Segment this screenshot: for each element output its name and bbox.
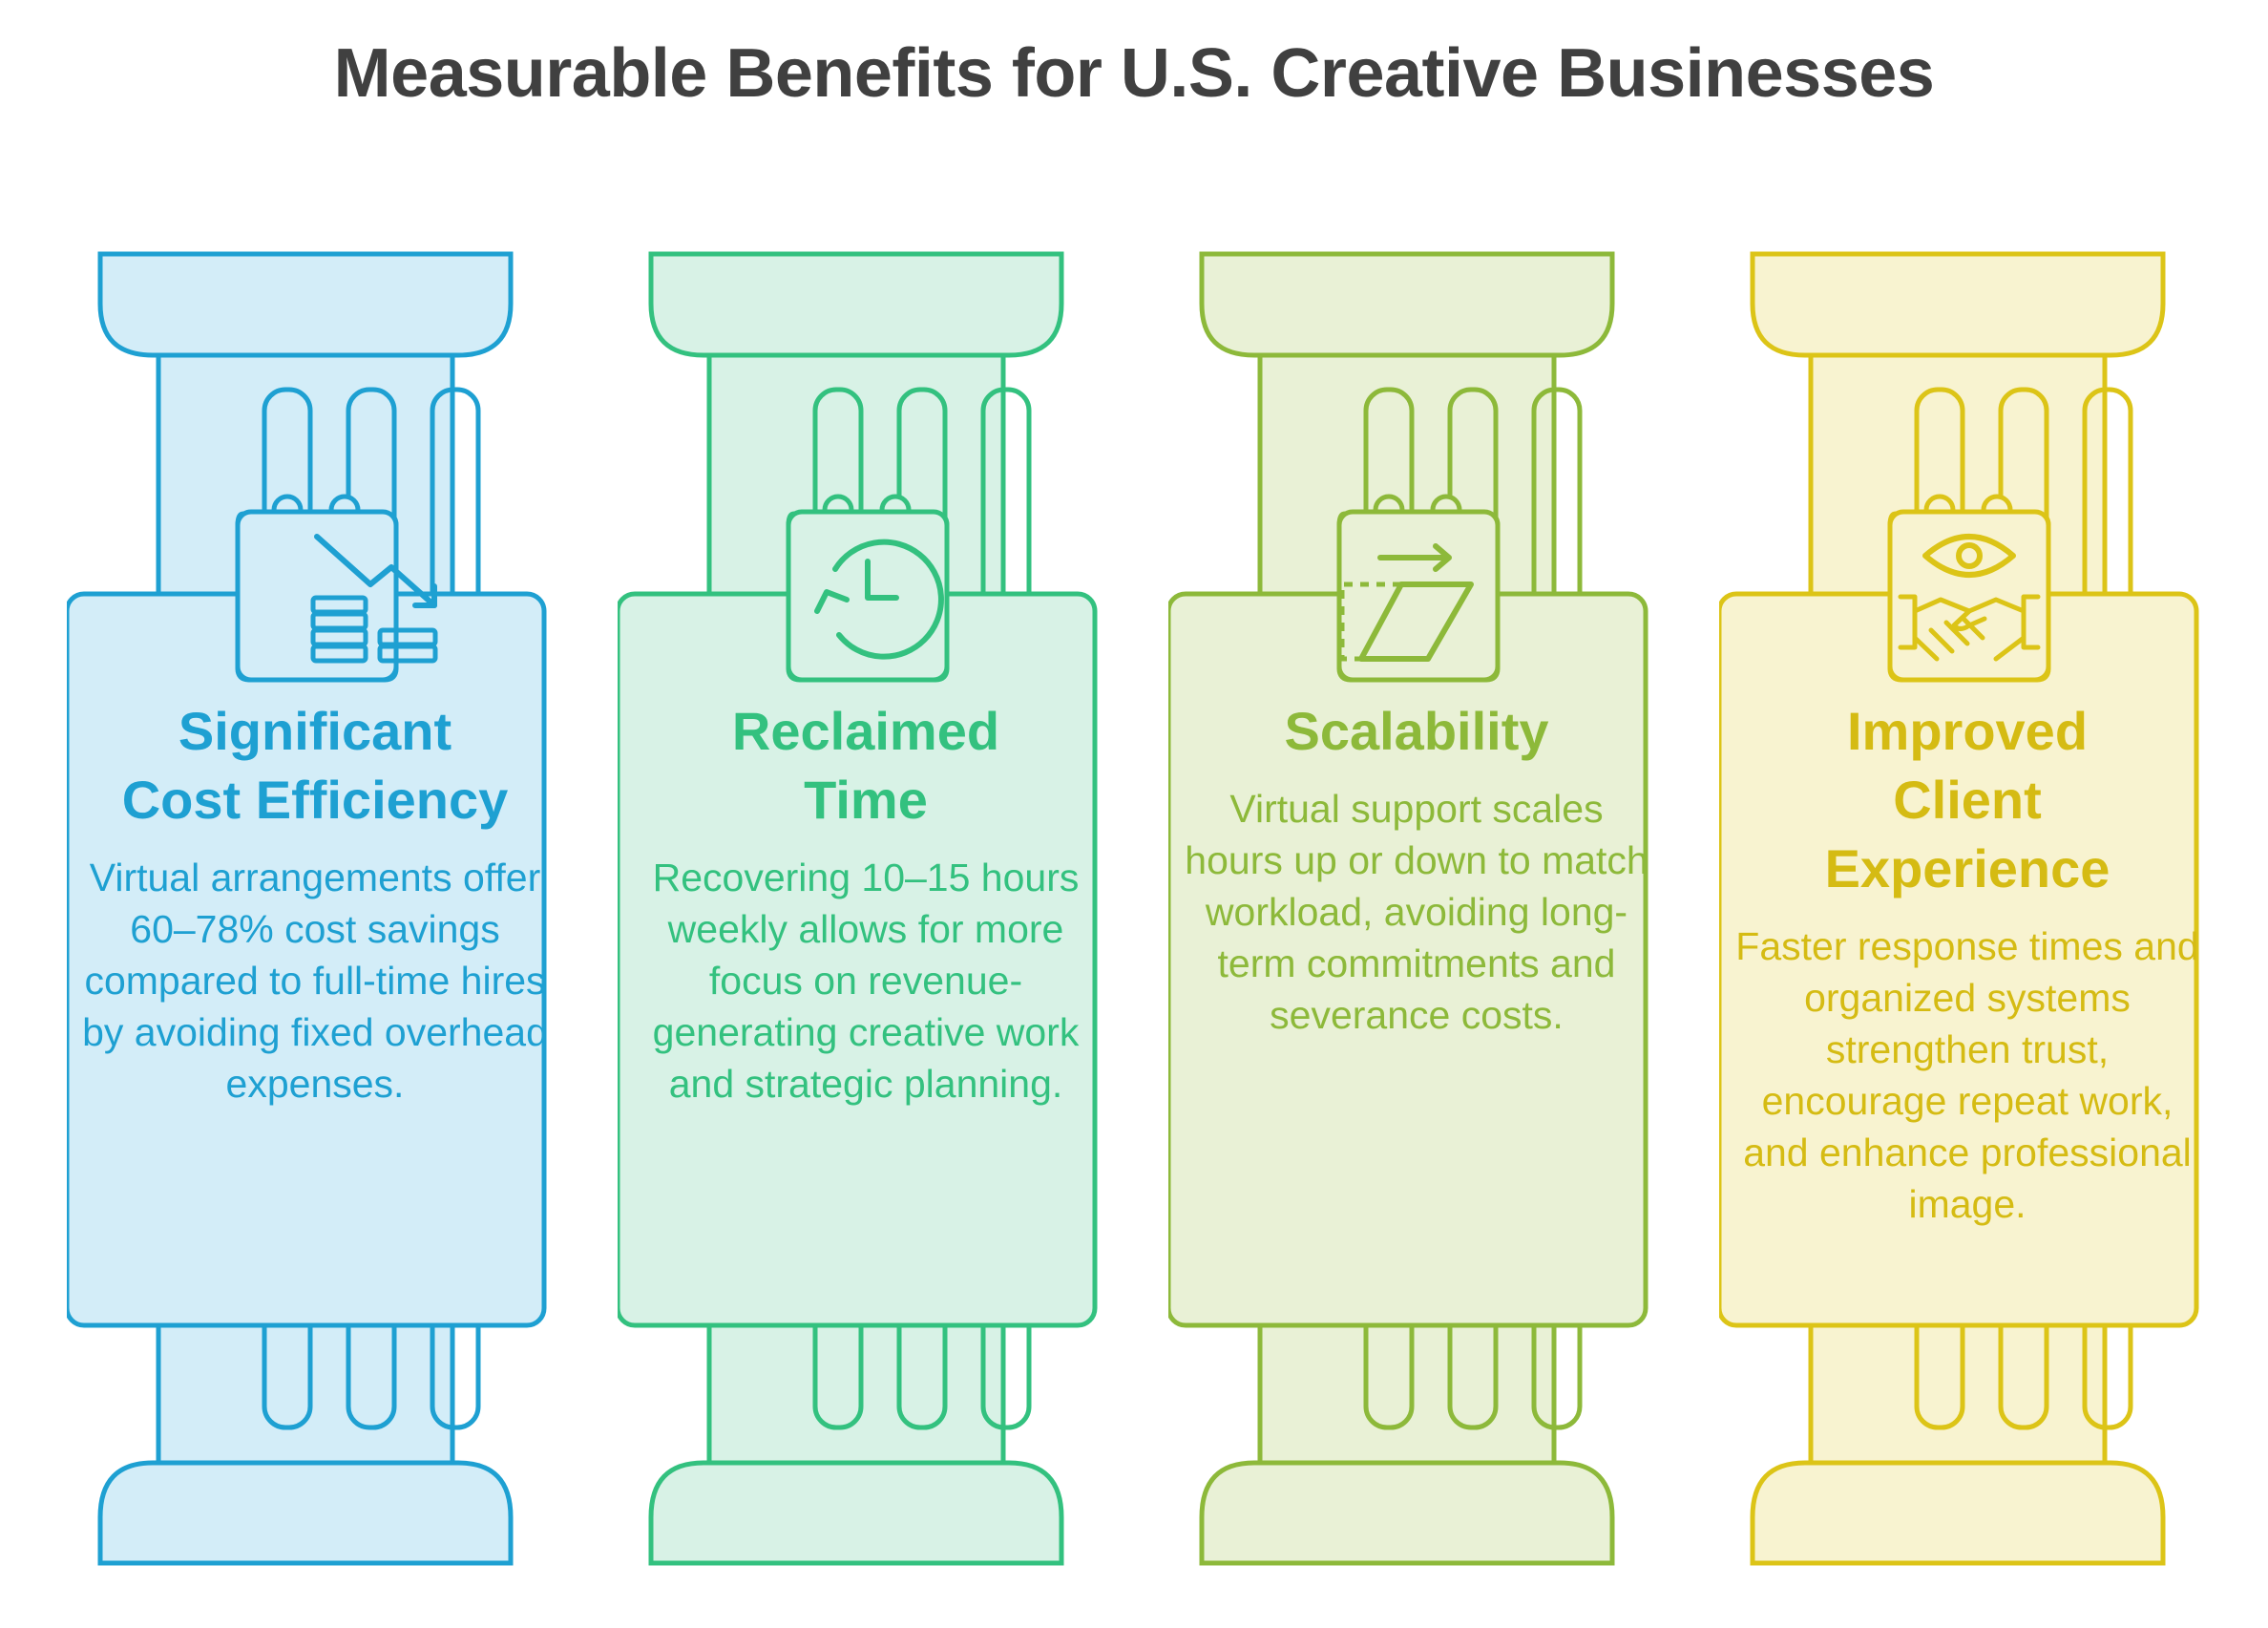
pillar-shape	[1168, 251, 1648, 1566]
capital	[648, 251, 1064, 358]
pillar-shape	[67, 251, 547, 1566]
pillar-cost-efficiency: Significant Cost Efficiency Virtual arra…	[67, 0, 563, 1628]
pillar-reclaimed-time: Reclaimed Time Recovering 10–15 hours we…	[618, 0, 1114, 1628]
pillar-text: Improved Client Experience Faster respon…	[1729, 697, 2206, 1230]
pillar-client-experience: Improved Client Experience Faster respon…	[1719, 0, 2216, 1628]
pillar-shape	[618, 251, 1098, 1566]
heading-line: Significant	[178, 701, 452, 761]
heading-line: Cost Efficiency	[121, 770, 509, 830]
pillar-shape	[1719, 251, 2199, 1566]
base	[1199, 1460, 1615, 1566]
pillar-text: Reclaimed Time Recovering 10–15 hours we…	[627, 697, 1104, 1110]
pillar-text: Significant Cost Efficiency Virtual arra…	[76, 697, 554, 1110]
heading-line: Improved	[1846, 701, 2089, 761]
pillar-heading: Improved Client Experience	[1729, 697, 2206, 903]
capital	[1750, 251, 2166, 358]
pillar-heading: Scalability	[1178, 697, 1655, 766]
clock-cycle-icon	[814, 539, 944, 660]
pillar-description: Virtual arrangements offer 60–78% cost s…	[82, 856, 548, 1106]
heading-line: Time	[804, 770, 928, 830]
capital	[1199, 251, 1615, 358]
pillar-description: Virtual support scales hours up or down …	[1185, 787, 1648, 1037]
eye-handshake-icon	[1898, 534, 2041, 662]
heading-line: Reclaimed	[731, 701, 1000, 761]
scale-shape-arrow-icon	[1339, 543, 1474, 662]
pillar-description: Recovering 10–15 hours weekly allows for…	[652, 856, 1080, 1106]
base	[97, 1460, 514, 1566]
capital	[97, 251, 514, 358]
page-title: Measurable Benefits for U.S. Creative Bu…	[333, 35, 1935, 112]
pillar-description: Faster response times and organized syst…	[1735, 924, 2199, 1226]
pillar-heading: Reclaimed Time	[627, 697, 1104, 835]
declining-chart-coins-icon	[310, 534, 438, 664]
pillar-scalability: Scalability Virtual support scales hours…	[1168, 0, 1665, 1628]
heading-line: Experience	[1824, 838, 2110, 899]
base	[1750, 1460, 2166, 1566]
base	[648, 1460, 1064, 1566]
heading-line: Scalability	[1284, 701, 1549, 761]
heading-line: Client	[1893, 770, 2042, 830]
pillar-heading: Significant Cost Efficiency	[76, 697, 554, 835]
pillar-text: Scalability Virtual support scales hours…	[1178, 697, 1655, 1041]
